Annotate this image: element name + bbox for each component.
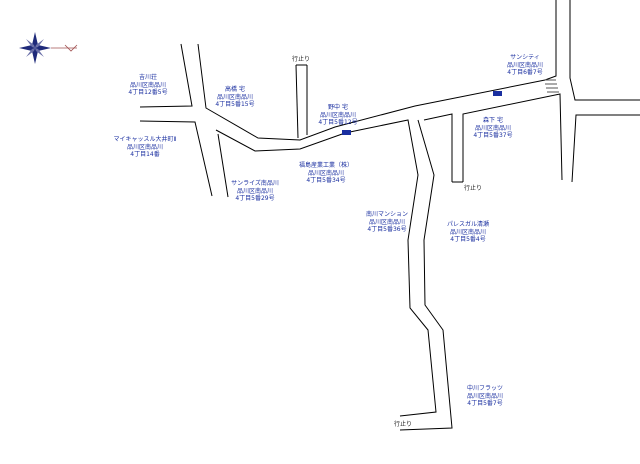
building-name: 中川フラッツ bbox=[466, 385, 504, 392]
building-area: 品川区南品川 bbox=[126, 143, 163, 151]
building-area: 品川区南品川 bbox=[466, 392, 504, 400]
building-name: 南川マンション bbox=[365, 211, 409, 218]
building-area: 品川区南品川 bbox=[474, 124, 511, 132]
building-area: 品川区南品川 bbox=[319, 111, 356, 119]
building-address: 4丁目12番5号 bbox=[128, 89, 168, 96]
dead-end-label: 行止り bbox=[463, 185, 483, 192]
building-area: 品川区南品川 bbox=[216, 93, 253, 101]
building-area: 品川区南品川 bbox=[129, 81, 166, 89]
car-icon bbox=[342, 91, 502, 135]
building-address: 4丁目5番29号 bbox=[235, 195, 275, 202]
building-address: 4丁目5番15号 bbox=[215, 101, 255, 108]
building-name: マイキャッスル大井町Ⅱ bbox=[113, 136, 177, 143]
building-area: 品川区南品川 bbox=[506, 61, 544, 69]
building-area: 品川区南品川 bbox=[449, 228, 487, 236]
dead-end-label: 行止り bbox=[393, 421, 413, 428]
road-edge bbox=[139, 43, 193, 108]
road-edge bbox=[215, 119, 437, 417]
building-area: 品川区南品川 bbox=[236, 187, 274, 195]
building-area: 品川区南品川 bbox=[307, 169, 345, 177]
building-address: 4丁目6番7号 bbox=[507, 69, 543, 76]
road-edge bbox=[217, 133, 229, 198]
building-name: サンシティ bbox=[510, 54, 540, 61]
building-name: 森下 宅 bbox=[483, 117, 503, 124]
road-edge bbox=[399, 119, 453, 431]
road-edge bbox=[569, 0, 640, 101]
road-edge bbox=[571, 114, 640, 183]
building-address: 4丁目5番34号 bbox=[306, 177, 346, 184]
building-area: 品川区南品川 bbox=[368, 218, 406, 226]
road-edge bbox=[423, 113, 453, 182]
building-name: 高橋 宅 bbox=[225, 86, 245, 93]
building-address: 4丁目5番36号 bbox=[367, 226, 407, 233]
road-edge bbox=[295, 64, 299, 139]
building-name: 吉川荘 bbox=[138, 74, 157, 81]
road-edge bbox=[462, 93, 563, 182]
building-name: 福島産業工業（株） bbox=[298, 162, 354, 169]
building-address: 4丁目5番37号 bbox=[473, 132, 513, 139]
building-name: パレスガル清瀬 bbox=[446, 221, 490, 228]
road-edge bbox=[197, 0, 557, 141]
building-address: 4丁目14番 bbox=[130, 151, 160, 158]
compass-rose-icon bbox=[19, 32, 78, 64]
building-name: 野中 宅 bbox=[328, 104, 348, 111]
dead-end-label: 行止り bbox=[291, 56, 311, 63]
road-edge bbox=[139, 120, 213, 197]
building-address: 4丁目5番7号 bbox=[467, 400, 503, 407]
building-address: 4丁目5番4号 bbox=[450, 236, 486, 243]
building-address: 4丁目5番12号 bbox=[318, 119, 358, 126]
building-name: サンライズ南品川 bbox=[231, 180, 279, 187]
